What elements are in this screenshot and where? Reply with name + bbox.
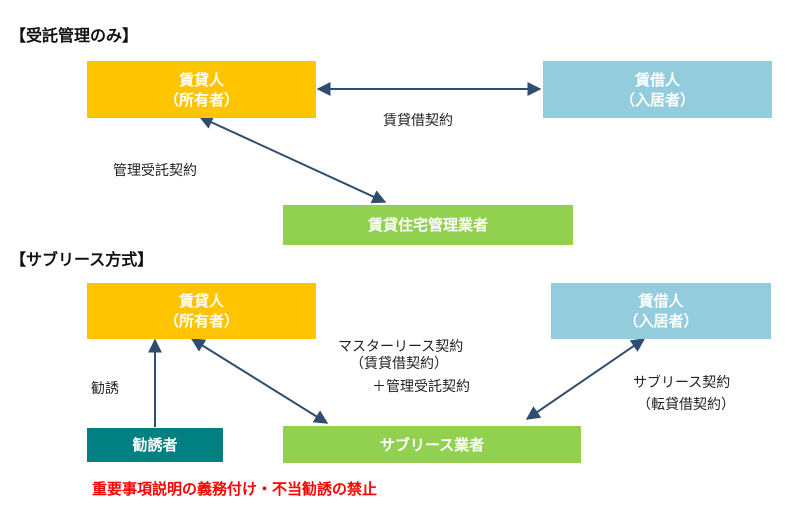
section-heading-consignment: 【受託管理のみ】: [10, 26, 139, 45]
manager-box: 賃貸住宅管理業者: [283, 205, 573, 245]
section-heading-sublease: 【サブリース方式】: [10, 250, 154, 269]
sublease-tenant-sublabel: （入居者）: [623, 312, 699, 330]
warning-text: 重要事項説明の義務付け・不当勧誘の禁止: [92, 480, 378, 498]
sublease-company-box: サブリース業者: [283, 426, 581, 463]
master-lease-line2: （賃貸借契約）: [350, 356, 448, 372]
tenant-box: 賃借人 （入居者）: [543, 61, 772, 118]
master-lease-line3: ＋管理受託契約: [372, 379, 470, 395]
owner-label: 賃貸人: [178, 70, 224, 89]
solicit-label: 勧誘: [91, 381, 119, 397]
manager-label: 賃貸住宅管理業者: [367, 216, 488, 234]
sublease-company-label: サブリース業者: [379, 435, 485, 454]
tenant-sublabel: （入居者）: [619, 90, 695, 109]
mgmt-contract-label: 管理受託契約: [113, 163, 197, 179]
owner-sublabel: （所有者）: [163, 90, 239, 109]
master-lease-line1: マスターリース契約: [338, 339, 464, 355]
solicitor-box: 勧誘者: [87, 428, 223, 462]
sublease-contract-line2: （転貸借契約）: [637, 397, 735, 413]
sublease-tenant-box: 賃借人 （入居者）: [551, 283, 771, 339]
sublease-owner-box: 賃貸人 （所有者）: [87, 283, 316, 339]
mgmt-contract-arrow: [198, 115, 387, 204]
lease-contract-label: 賃貸借契約: [383, 113, 453, 129]
solicitor-label: 勧誘者: [132, 436, 178, 454]
tenant-label: 賃借人: [634, 70, 680, 89]
owner-box: 賃貸人 （所有者）: [87, 61, 316, 118]
sublease-contract-arrow: [525, 338, 646, 420]
sublease-owner-sublabel: （所有者）: [163, 312, 239, 330]
master-lease-arrow: [190, 338, 329, 424]
sublease-owner-label: 賃貸人: [178, 292, 224, 310]
sublease-tenant-label: 賃借人: [638, 292, 684, 310]
sublease-contract-line1: サブリース契約: [633, 375, 731, 391]
